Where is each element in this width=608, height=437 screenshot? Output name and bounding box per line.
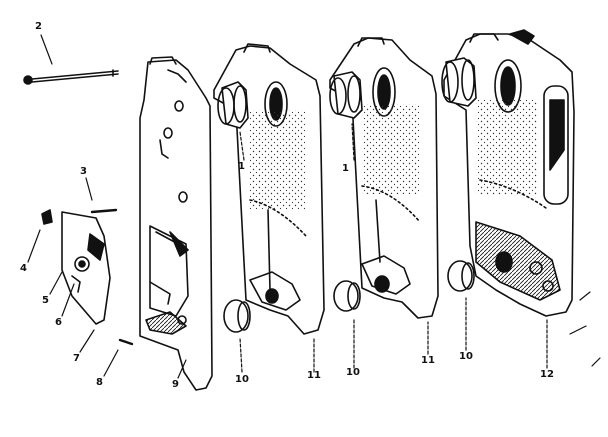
callout-2: 2 xyxy=(35,21,42,32)
callout-9: 9 xyxy=(172,379,179,390)
callout-8: 8 xyxy=(96,377,103,388)
callout-11-left: 11 xyxy=(307,370,321,381)
end-section-rear xyxy=(139,56,213,391)
tie-rod xyxy=(23,69,119,85)
small-parts xyxy=(41,208,134,346)
callout-3: 3 xyxy=(80,166,87,177)
callout-10-left: 10 xyxy=(235,374,249,385)
callout-7: 7 xyxy=(73,353,80,364)
callout-4: 4 xyxy=(20,263,27,274)
callout-10-right: 10 xyxy=(459,351,473,362)
callout-10-middle: 10 xyxy=(346,367,360,378)
callout-1-left: 1 xyxy=(238,161,245,172)
push-nipples xyxy=(217,57,477,333)
callout-12: 12 xyxy=(540,369,554,380)
callout-1-middle: 1 xyxy=(342,163,349,174)
leader-arrows xyxy=(27,34,601,379)
callout-6: 6 xyxy=(55,317,62,328)
callout-11-middle: 11 xyxy=(421,355,435,366)
end-section-front xyxy=(443,29,575,317)
callout-5: 5 xyxy=(42,295,49,306)
